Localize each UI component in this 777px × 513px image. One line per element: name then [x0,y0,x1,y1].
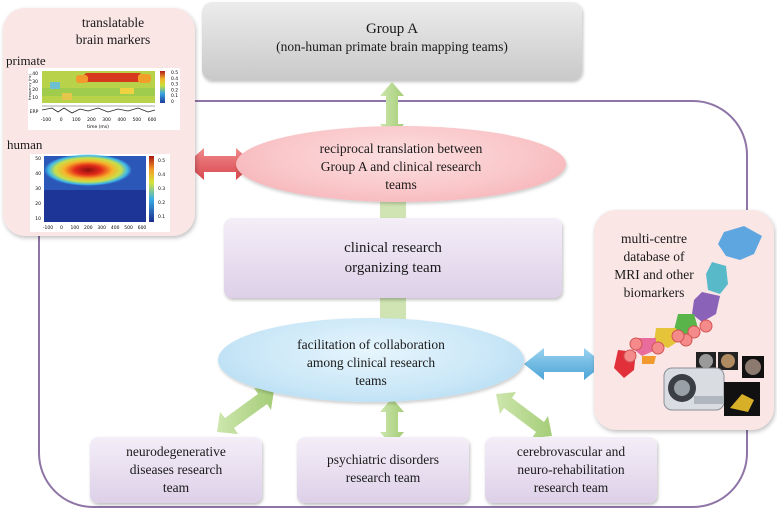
primate-band-low [42,88,155,96]
team-text-3: cerebrovascular and neuro-rehabilitation… [516,444,626,495]
primate-ytick-2: 20 [32,87,38,93]
primate-hot-band [84,73,142,82]
brain-markers-panel: translatable brain markers primate human [3,8,195,236]
human-xtick-4: 300 [97,225,106,231]
human-xtick-3: 200 [84,225,93,231]
human-cbtick-0: 0.5 [158,158,165,164]
arrow-team-3 [496,392,552,438]
site-marker-7 [623,349,637,363]
team-text-1: neurodegenerative diseases research team [126,444,226,495]
arrow-group-a [380,82,404,138]
primate-xlabel: time (ms) [87,124,109,130]
human-plot: 50 40 30 20 10 -100 0 100 200 300 400 500 600 0.5 0.… [30,154,170,232]
facilitation-text: facilitation of collaboration among clin… [297,337,445,388]
human-ytick-3: 20 [35,201,41,207]
primate-cbtick-0: 0.5 [171,70,178,76]
human-ytick-2: 30 [35,186,41,192]
human-cbtick-3: 0.2 [158,200,165,206]
clinical-organizing-box: clinical research organizing team [224,218,562,298]
team-box-2: psychiatric disorders research team [297,437,469,503]
site-marker-6 [629,337,643,351]
reciprocal-translation-text: reciprocal translation between Group A a… [319,141,483,192]
team-text-2: psychiatric disorders research team [326,452,440,485]
primate-yellow-1 [120,88,134,94]
primate-xtick-5: 400 [117,117,126,123]
primate-erp-trace [41,107,156,114]
map-region-tohoku [706,262,728,294]
primate-cbtick-3: 0.2 [171,87,178,93]
arrow-markers [186,148,254,180]
site-marker-1 [699,319,713,333]
database-panel: multi-centre database of MRI and other b… [594,210,774,430]
primate-ytick-3: 10 [32,95,38,101]
site-marker-2 [687,325,701,339]
primate-ytick-0: 40 [32,71,38,77]
reciprocal-translation-ellipse: reciprocal translation between Group A a… [236,126,566,202]
group-a-box: Group A (non-human primate brain mapping… [202,2,582,80]
primate-xtick-6: 500 [133,117,142,123]
map-region-kanto [692,292,720,322]
mri-table [694,396,738,404]
primate-cbtick-5: 0 [171,99,174,105]
human-cbtick-1: 0.4 [158,172,165,178]
map-region-hokkaido [718,226,762,260]
human-ytick-4: 10 [35,216,41,222]
human-xtick-1: 0 [60,225,63,231]
human-xtick-0: -100 [43,225,53,231]
primate-xtick-7: 600 [148,117,157,123]
primate-ytick-1: 30 [32,79,38,85]
human-ytick-1: 40 [35,171,41,177]
primate-yellow-2 [62,93,72,100]
japan-map [614,226,764,416]
team-box-3: cerebrovascular and neuro-rehabilitation… [485,437,657,503]
primate-xtick-0: -100 [41,117,51,123]
primate-cool-1 [50,82,60,89]
human-colorbar [149,156,154,222]
map-region-shikoku [642,356,656,364]
human-cbtick-2: 0.3 [158,186,165,192]
human-xtick-7: 600 [138,225,147,231]
facilitation-ellipse: facilitation of collaboration among clin… [218,318,524,402]
clinical-organizing-text: clinical research organizing team [344,240,442,276]
arrow-team-1 [217,388,274,434]
human-ytick-0: 50 [35,156,41,162]
primate-warm-1 [76,75,88,83]
primate-plot: 40 30 20 10 ERP frequency (Hz) time (ms)… [28,68,180,130]
primate-colorbar [160,71,165,103]
human-xtick-2: 100 [71,225,80,231]
site-marker-5 [651,341,665,355]
primate-xtick-3: 200 [87,117,96,123]
team-box-1: neurodegenerative diseases research team [90,437,262,503]
site-marker-4 [671,329,685,343]
database-text: multi-centre database of MRI and other b… [614,231,694,300]
primate-xtick-2: 100 [72,117,81,123]
human-label: human [7,137,43,152]
primate-label: primate [6,53,46,68]
primate-ylabel: frequency (Hz) [28,73,32,100]
human-cbtick-4: 0.1 [158,214,165,220]
arrow-database [524,348,604,380]
primate-xtick-4: 300 [102,117,111,123]
primate-warm-2 [138,74,151,83]
primate-xtick-1: 0 [60,117,63,123]
markers-title: translatable brain markers [75,15,151,47]
arrow-team-2 [380,398,404,446]
primate-cbtick-1: 0.4 [171,76,178,82]
human-heatmap-svg: 50 40 30 20 10 -100 0 100 200 300 400 500 600 0.5 0.… [35,154,165,231]
group-a-title: Group A [365,21,419,37]
primate-cbtick-2: 0.3 [171,82,178,88]
human-hot-region [44,154,132,186]
primate-cbtick-4: 0.1 [171,93,178,99]
human-xtick-6: 500 [124,225,133,231]
primate-heatmap-svg: 40 30 20 10 ERP frequency (Hz) time (ms)… [28,70,178,130]
group-a-subtitle: (non-human primate brain mapping teams) [276,39,508,54]
human-xtick-5: 400 [111,225,120,231]
primate-erp-label: ERP [30,109,39,115]
